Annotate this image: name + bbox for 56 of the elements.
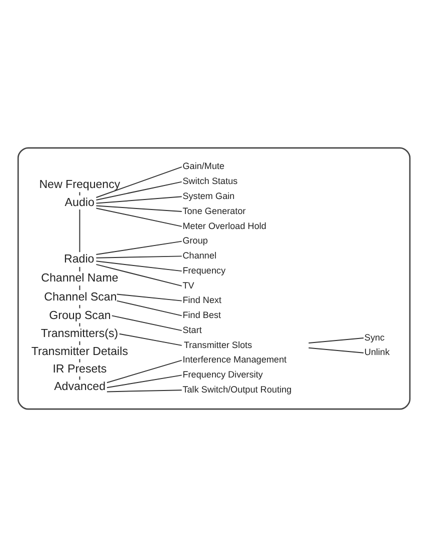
connector (79, 340, 80, 346)
connector (96, 240, 182, 255)
node-text: New Frequency (39, 178, 120, 191)
connector (96, 207, 182, 226)
node-text: Transmitter Slots (184, 339, 252, 350)
node-text: Advanced (54, 380, 106, 393)
node-text: Talk Switch/Output Routing (182, 384, 292, 394)
connector (106, 389, 182, 392)
connector (79, 208, 80, 252)
connector (116, 300, 182, 316)
connector (79, 358, 80, 362)
node-text: Unlink (364, 346, 390, 357)
cluster (17, 146, 411, 410)
node-text: Start (182, 324, 202, 334)
connector (96, 260, 182, 272)
node-text: Frequency Diversity (182, 369, 263, 380)
connector (111, 314, 182, 331)
connector (96, 263, 182, 286)
node-text: Interference Management (182, 354, 287, 364)
node-text: Switch Status (182, 176, 238, 186)
connector (118, 332, 182, 346)
node-text: Frequency (182, 264, 226, 275)
connector (79, 375, 80, 380)
node-text: Radio (64, 253, 94, 266)
connector (79, 304, 80, 308)
connector (308, 337, 364, 343)
node-text: Audio (64, 196, 94, 208)
connector (116, 293, 182, 301)
node-text: Channel (182, 250, 216, 260)
node-text: Channel Scan (44, 291, 117, 304)
connector (96, 255, 182, 258)
connector (106, 374, 182, 388)
connector (79, 191, 80, 196)
node-text: Channel Name (41, 272, 118, 284)
node-text: Find Best (182, 310, 221, 320)
node-text: Gain/Mute (182, 160, 224, 171)
connector (96, 166, 182, 198)
node-text: Group Scan (49, 309, 111, 322)
connector (96, 180, 182, 200)
node-text: IR Presets (52, 362, 107, 375)
node-text: Find Next (182, 294, 222, 305)
node-text: Transmitters(s) (40, 327, 118, 340)
node-text: Sync (364, 332, 385, 342)
node-text: Tone Generator (182, 205, 246, 216)
node-text: TV (182, 280, 194, 290)
connector (106, 359, 182, 383)
connector (79, 322, 80, 326)
node-text: Transmitter Details (31, 346, 128, 358)
connector (79, 266, 80, 272)
connector (96, 204, 182, 212)
connector (79, 284, 80, 290)
node-text: System Gain (182, 190, 235, 200)
connector (308, 346, 364, 353)
node-text: Group (182, 235, 208, 246)
connector (96, 196, 182, 204)
node-text: Meter Overload Hold (182, 220, 266, 230)
